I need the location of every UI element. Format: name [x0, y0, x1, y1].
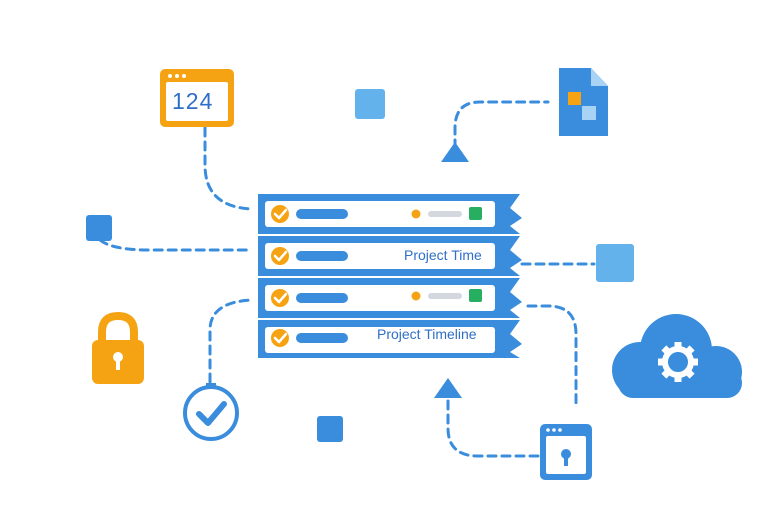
row-text-bar: [296, 251, 348, 261]
status-indicator: [469, 207, 482, 220]
status-bar: [428, 211, 462, 217]
row-panel: [265, 243, 495, 269]
check-circle-icon: [271, 289, 289, 307]
check-circle-icon: [271, 247, 289, 265]
check-circle-icon: [271, 205, 289, 223]
arrow-up-icon: [434, 378, 462, 398]
document-icon: [559, 68, 608, 136]
row-label-project-timeline: Project Timeline: [377, 326, 477, 342]
status-indicator: [469, 289, 482, 302]
status-dot: [411, 209, 421, 219]
status-bar: [428, 293, 462, 299]
floating-square-light: [596, 244, 634, 282]
connector-badge-to-stack: [208, 298, 254, 384]
row-panel: [265, 285, 495, 311]
floating-square-light: [355, 89, 385, 119]
connector-counter-to-stack: [203, 126, 254, 211]
floating-square-blue: [317, 416, 343, 442]
status-dot: [411, 291, 421, 301]
check-badge-icon: [183, 383, 239, 441]
row-label-project-time: Project Time: [404, 247, 482, 263]
connector-stack-to-document: [453, 100, 550, 150]
padlock-icon: [92, 311, 144, 384]
arrow-up-icon: [441, 142, 469, 162]
row-text-bar: [296, 333, 348, 343]
secure-window-icon: [540, 424, 592, 480]
row-panel: [265, 201, 495, 227]
row-text-bar: [296, 209, 348, 219]
server-stack: [258, 194, 522, 358]
counter-value: 124: [172, 88, 214, 114]
floating-square-blue: [86, 215, 112, 241]
cloud-gear-icon: [612, 314, 742, 398]
counter-window-icon: [160, 69, 234, 127]
check-circle-icon: [271, 329, 289, 347]
connector-square-to-stack: [98, 238, 254, 252]
row-text-bar: [296, 293, 348, 303]
gear-icon: [658, 342, 698, 382]
connector-window-to-stack: [446, 398, 540, 458]
connector-stack-to-window: [526, 304, 578, 410]
